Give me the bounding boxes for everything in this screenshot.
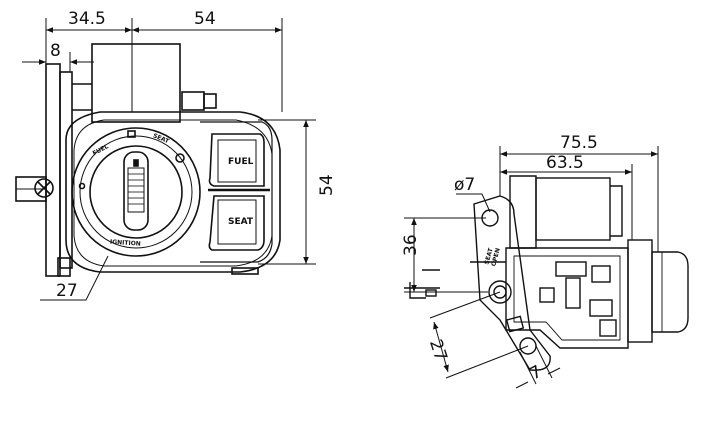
arc-seat-label: SEAT: [152, 132, 171, 145]
side-bolt: [181, 91, 205, 111]
ignition-label: IGNITION: [110, 239, 141, 248]
dim-34-5: 34.5: [68, 9, 106, 29]
side-knob-base: [627, 239, 653, 343]
knob-grip: [123, 151, 149, 231]
mounting-flange: [59, 71, 73, 269]
fuel-label: FUEL: [228, 157, 254, 167]
radius-leader: [40, 255, 109, 301]
dim-27-radius: 27: [56, 281, 78, 301]
side-view: [404, 175, 689, 371]
arc-fuel-label: FUEL: [92, 143, 110, 157]
pivot-hole: [488, 280, 512, 304]
dim-8: 8: [50, 41, 61, 61]
lever-arm: [473, 195, 551, 371]
dim-54-top: 54: [194, 9, 216, 29]
main-body: [65, 111, 281, 273]
diameter-leader: [456, 193, 491, 213]
dim-75-5: 75.5: [560, 133, 598, 153]
dim-7-small: 7: [526, 362, 545, 385]
side-top-housing: [535, 177, 611, 241]
dial-outer-ring: [71, 127, 201, 257]
dim-line-27: [433, 321, 449, 373]
side-main-body: [505, 247, 629, 349]
dial-knob: [89, 145, 183, 239]
seat-button[interactable]: [208, 195, 265, 251]
dim-63-5: 63.5: [546, 153, 584, 173]
mounting-plate: [45, 63, 61, 277]
front-view: [15, 43, 281, 277]
side-knob: [651, 251, 689, 333]
fuel-button[interactable]: [208, 133, 265, 187]
dim-36: 36: [401, 234, 421, 256]
dim-27-arm: 27: [425, 337, 451, 364]
plate-text: SEATOPEN: [483, 246, 501, 268]
screw-head: [34, 178, 54, 198]
dim-diameter-7: ø7: [454, 175, 475, 195]
seat-label: SEAT: [228, 217, 254, 227]
front-view-dimensions: [22, 18, 316, 301]
top-housing: [91, 43, 181, 123]
side-view-dimensions: [404, 146, 659, 389]
dim-54-side: 54: [317, 174, 337, 196]
